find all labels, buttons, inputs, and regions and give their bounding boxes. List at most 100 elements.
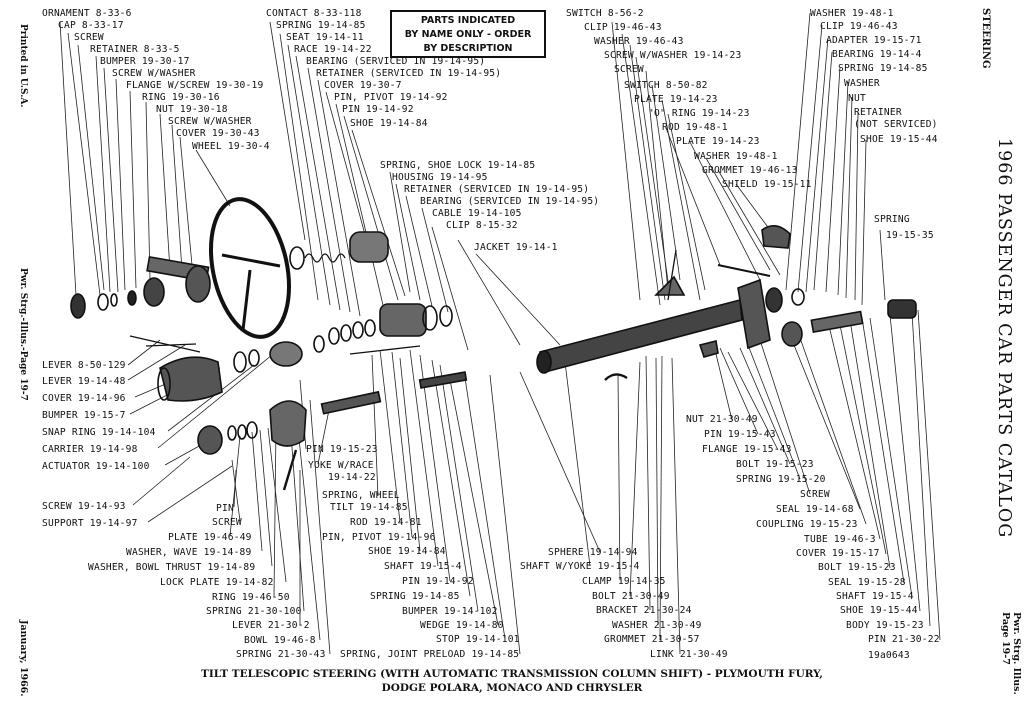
part-label: BOLT 19-15-23: [818, 562, 896, 573]
part-label: CLAMP 19-14-35: [582, 576, 666, 587]
part-label: PLATE 19-14-23: [676, 136, 760, 147]
part-label: SCREW: [74, 32, 104, 43]
part-label: SPRING 19-14-85: [276, 20, 366, 31]
notice-line-3: BY DESCRIPTION: [423, 43, 513, 54]
part-label: RETAINER: [854, 107, 902, 118]
part-label: SPRING 19-14-85: [838, 63, 928, 74]
part-label: NUT 19-30-18: [156, 104, 228, 115]
part-label: PIN 19-14-92: [402, 576, 474, 587]
part-label: SUPPORT 19-14-97: [42, 518, 138, 529]
part-label: (NOT SERVICED): [854, 119, 938, 130]
part-label: PIN 21-30-22: [868, 634, 940, 645]
part-label: SHOE 19-14-84: [368, 546, 446, 557]
part-label: PIN, PIVOT 19-14-96: [322, 532, 436, 543]
part-label: WEDGE 19-14-80: [420, 620, 504, 631]
part-label: SPRING 21-30-43: [236, 649, 326, 660]
part-label: YOKE W/RACE: [308, 460, 374, 471]
part-label: RING 19-30-16: [142, 92, 220, 103]
part-label: BUMPER 19-30-17: [100, 56, 190, 67]
part-label: CARRIER 19-14-98: [42, 444, 138, 455]
part-label: BUMPER 19-14-102: [402, 606, 498, 617]
notice-line-2: BY NAME ONLY - ORDER: [404, 29, 532, 40]
part-label: CAP 8-33-17: [58, 20, 124, 31]
part-label: COVER 19-15-17: [796, 548, 880, 559]
part-label: LEVER 21-30-2: [232, 620, 310, 631]
caption-line-1: TILT TELESCOPIC STEERING (WITH AUTOMATIC…: [201, 668, 823, 680]
part-label: BOLT 19-15-23: [736, 459, 814, 470]
part-label: ROD 19-48-1: [662, 122, 728, 133]
part-label: WASHER, WAVE 19-14-89: [126, 547, 252, 558]
part-label: RING 19-46-50: [212, 592, 290, 603]
part-label: LEVER 8-50-129: [42, 360, 126, 371]
part-label: RETAINER 8-33-5: [90, 44, 180, 55]
part-label: SEAT 19-14-11: [286, 32, 364, 43]
part-label: SHOE 19-14-84: [350, 118, 428, 129]
part-label: CLIP 19-46-43: [584, 22, 662, 33]
part-label: SPRING 19-14-85: [370, 591, 460, 602]
part-label: PIN 19-14-92: [342, 104, 414, 115]
part-label: GROMMET 21-30-57: [604, 634, 700, 645]
part-label: WASHER, BOWL THRUST 19-14-89: [88, 562, 256, 573]
part-label: SCREW: [212, 517, 242, 528]
part-label: SCREW 19-14-93: [42, 501, 126, 512]
part-label: RETAINER (SERVICED IN 19-14-95): [404, 184, 590, 195]
part-label: LOCK PLATE 19-14-82: [160, 577, 274, 588]
part-label: SPRING, WHEEL: [322, 490, 400, 501]
left-page-ref: Pwr. Strg.-Illus.-Page 19-7: [18, 268, 28, 401]
part-label: TUBE 19-46-3: [804, 534, 876, 545]
part-label: WASHER 19-46-43: [594, 36, 684, 47]
part-label: SPRING 19-15-20: [736, 474, 826, 485]
part-label: SHAFT W/YOKE 19-15-4: [520, 561, 640, 572]
part-label: BEARING 19-14-4: [832, 49, 922, 60]
part-label: PIN: [216, 503, 234, 514]
part-label: PIN, PIVOT 19-14-92: [334, 92, 448, 103]
part-label: LEVER 19-14-48: [42, 376, 126, 387]
part-label: FLANGE W/SCREW 19-30-19: [126, 80, 264, 91]
part-label: NUT: [848, 93, 866, 104]
part-label: COVER 19-30-43: [176, 128, 260, 139]
part-label: WASHER: [844, 78, 880, 89]
part-label: ACTUATOR 19-14-100: [42, 461, 150, 472]
part-label: BUMPER 19-15-7: [42, 410, 126, 421]
part-label: LINK 21-30-49: [650, 649, 728, 660]
part-label: 19-15-35: [886, 230, 934, 241]
part-label: NUT 21-30-49: [686, 414, 758, 425]
notice-line-1: PARTS INDICATED: [420, 15, 516, 26]
part-label: SNAP RING 19-14-104: [42, 427, 156, 438]
part-label: SHIELD 19-15-11: [722, 179, 812, 190]
caption-line-2: DODGE POLARA, MONACO AND CHRYSLER: [381, 682, 643, 694]
part-label: JACKET 19-14-1: [474, 242, 558, 253]
part-label: WHEEL 19-30-4: [192, 141, 270, 152]
part-label: CONTACT 8-33-118: [266, 8, 362, 19]
part-label: WASHER 19-48-1: [694, 151, 778, 162]
part-label: SPHERE 19-14-94: [548, 547, 638, 558]
part-label: SWITCH 8-50-82: [624, 80, 708, 91]
part-label: CABLE 19-14-105: [432, 208, 522, 219]
part-label: CLIP 19-46-43: [820, 21, 898, 32]
part-label: COUPLING 19-15-23: [756, 519, 858, 530]
part-label: PIN 19-15-43: [704, 429, 776, 440]
part-label: PLATE 19-46-49: [168, 532, 252, 543]
part-label: PIN 19-15-23: [306, 444, 378, 455]
part-label: COVER 19-30-7: [324, 80, 402, 91]
part-label: 19-14-22: [328, 472, 376, 483]
part-label: RACE 19-14-22: [294, 44, 372, 55]
part-label: "O" RING 19-14-23: [648, 108, 750, 119]
section-heading: STEERING: [980, 8, 991, 69]
part-label: SPRING 21-30-100: [206, 606, 302, 617]
part-label: STOP 19-14-101: [436, 634, 520, 645]
part-label: SHOE 19-15-44: [840, 605, 918, 616]
part-label: WASHER 19-48-1: [810, 8, 894, 19]
part-label: SWITCH 8-56-2: [566, 8, 644, 19]
part-label: ROD 19-14-81: [350, 517, 422, 528]
part-label: COVER 19-14-96: [42, 393, 126, 404]
figure-id: 19a0643: [868, 650, 910, 661]
part-label: PLATE 19-14-23: [634, 94, 718, 105]
part-label: SCREW W/WASHER 19-14-23: [604, 50, 742, 61]
part-label: GROMMET 19-46-13: [702, 165, 798, 176]
part-label: SHAFT 19-15-4: [836, 591, 914, 602]
part-label: BRACKET 21-30-24: [596, 605, 692, 616]
part-label: BODY 19-15-23: [846, 620, 924, 631]
part-label: SEAL 19-14-68: [776, 504, 854, 515]
